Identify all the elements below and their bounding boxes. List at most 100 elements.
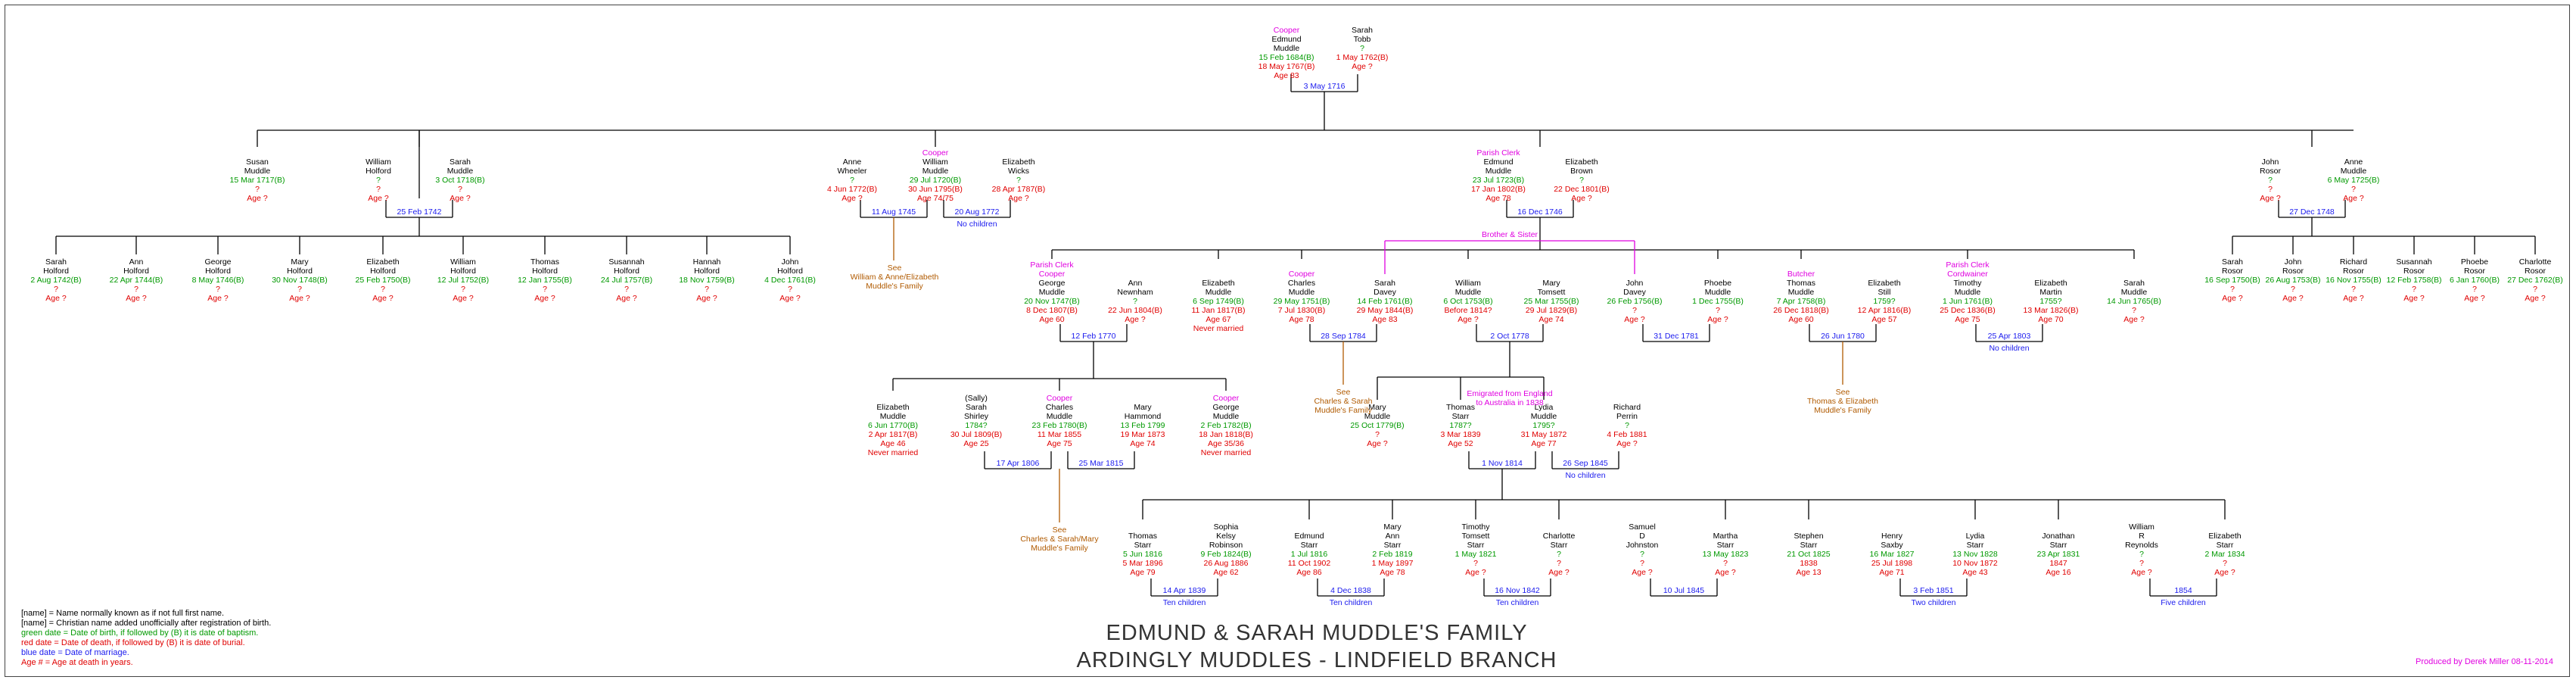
person-death-date: ? xyxy=(1557,559,1561,568)
annotation-line: to Australia in 1838 xyxy=(1476,398,1544,407)
person-name: Muddle xyxy=(1787,288,1815,297)
person-age: Age ? xyxy=(2343,194,2364,203)
person-birth-date: 18 Nov 1759(B) xyxy=(679,276,735,285)
person-birth-date: ? xyxy=(850,176,854,185)
person-name: Muddle xyxy=(1364,412,1391,421)
person-death-date: ? xyxy=(705,285,709,294)
person-age: Age ? xyxy=(2214,568,2235,577)
person-age: Age 43 xyxy=(1962,568,1988,577)
person-death-date: 2 Apr 1817(B) xyxy=(868,430,918,439)
person-name: Sarah xyxy=(45,257,67,267)
legend-item: Age # = Age at death in years. xyxy=(21,658,133,667)
person-name: Elizabeth xyxy=(2208,532,2242,541)
marriage-note-m19: Ten children xyxy=(1495,598,1539,607)
legend: [name] = Name normally known as if not f… xyxy=(21,609,271,668)
person-age: Age ? xyxy=(126,294,147,303)
person-birth-date: 1 Dec 1755(B) xyxy=(1692,297,1744,306)
person-name: Lydia xyxy=(1965,532,1985,541)
marriage-date-m4: 20 Aug 1772 xyxy=(954,207,1000,217)
person-age: Age ? xyxy=(1458,315,1479,324)
person-birth-date: 6 Jun 1770(B) xyxy=(868,421,918,430)
person-name: Thomas xyxy=(1787,279,1815,288)
person-birth-date: 25 Mar 1755(B) xyxy=(1523,297,1579,306)
person-name: Wicks xyxy=(1008,167,1029,176)
person-occupation: Cooper xyxy=(922,148,949,157)
see-note-line: See xyxy=(1052,526,1067,535)
person-name: Sarah xyxy=(2221,257,2244,267)
person-name: Saxby xyxy=(1881,541,1903,550)
person-birth-date: 26 Aug 1753(B) xyxy=(2265,276,2321,285)
person-age: Age 60 xyxy=(1039,315,1065,324)
person-birth-date: 29 May 1751(B) xyxy=(1273,297,1330,306)
person-age: Age 74/75 xyxy=(917,194,954,203)
person-death-date: 25 Dec 1836(B) xyxy=(1940,306,1996,315)
person-occupation: Cooper xyxy=(1288,270,1315,279)
person-name: Muddle xyxy=(2340,167,2367,176)
person-birth-date: 2 Mar 1834 xyxy=(2204,550,2245,559)
person-name: Elizabeth xyxy=(2034,279,2067,288)
person-name: Muddle xyxy=(1273,44,1300,53)
person-name: (Sally) xyxy=(965,394,988,403)
person-name: Kelsy xyxy=(1216,532,1236,541)
person-name: Phoebe xyxy=(1703,279,1732,288)
marriage-date-m9: 2 Oct 1778 xyxy=(1490,332,1529,341)
person-name: Thomas xyxy=(530,257,559,267)
person-name: Martha xyxy=(1713,532,1738,541)
marriage-date-m12: 25 Apr 1803 xyxy=(1987,332,2031,341)
person-name: Muddle xyxy=(446,167,474,176)
person-birth-date: 13 Nov 1828 xyxy=(1952,550,1998,559)
person-name: John xyxy=(2284,257,2302,267)
person-death-date: ? xyxy=(1716,306,1720,315)
person-birth-date: 12 Jul 1752(B) xyxy=(437,276,490,285)
person-name: Anne xyxy=(842,157,862,167)
person-age: Age ? xyxy=(842,194,863,203)
person-age: Age 60 xyxy=(1788,315,1814,324)
person-birth-date: 14 Jun 1765(B) xyxy=(2107,297,2161,306)
person-age: Age ? xyxy=(2464,294,2485,303)
person-death-date: 12 Apr 1816(B) xyxy=(1857,306,1912,315)
person-name: Phoebe xyxy=(2460,257,2489,267)
person-age: Age 52 xyxy=(1448,439,1473,448)
person-death-date: 17 Jan 1802(B) xyxy=(1471,185,1526,194)
person-age: Age 57 xyxy=(1871,315,1897,324)
person-name: Sarah xyxy=(449,157,471,167)
person-age: Age ? xyxy=(2525,294,2546,303)
person-age: Age 16 xyxy=(2046,568,2071,577)
person-age: Age 83 xyxy=(1274,71,1299,80)
person-name: Still xyxy=(1878,288,1891,297)
person-name: George xyxy=(1212,403,1240,412)
person-death-date: ? xyxy=(376,185,381,194)
person-age: Age 75 xyxy=(1955,315,1980,324)
person-death-date: 11 Oct 1902 xyxy=(1287,559,1331,568)
person-death-date: 11 Jan 1817(B) xyxy=(1191,306,1246,315)
person-name: Charlotte xyxy=(2518,257,2552,267)
person-name: Rosor xyxy=(2342,267,2364,276)
person-name: Muddle xyxy=(1288,288,1315,297)
legend-item: [name] = Name normally known as if not f… xyxy=(21,609,225,618)
person-name: John xyxy=(2261,157,2279,167)
person-occupation: Cooper xyxy=(1038,270,1066,279)
person-age: Age 13 xyxy=(1796,568,1822,577)
person-occupation: Parish Clerk xyxy=(1476,148,1520,157)
person-name: Rosor xyxy=(2524,267,2546,276)
person-age: Age ? xyxy=(1465,568,1486,577)
see-note-line: See xyxy=(1835,388,1850,397)
person-death-date: 1 May 1762(B) xyxy=(1336,53,1389,62)
person-name: Tomsett xyxy=(1537,288,1566,297)
